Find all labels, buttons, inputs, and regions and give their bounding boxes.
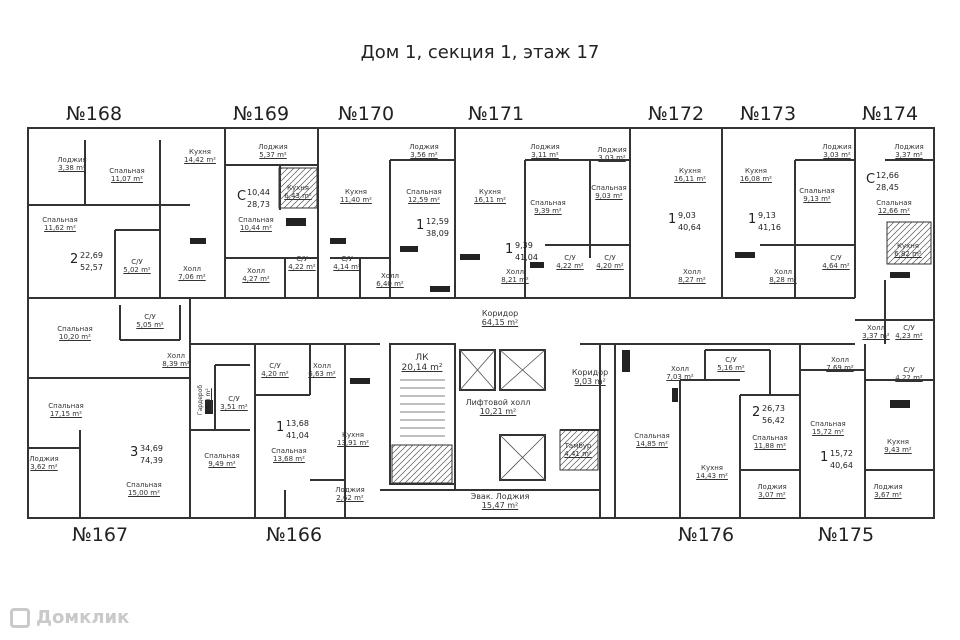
apartment-number: №173 bbox=[740, 103, 797, 125]
apartment-number: №172 bbox=[648, 103, 705, 125]
plan-title: Дом 1, секция 1, этаж 17 bbox=[360, 42, 600, 63]
outer-wall bbox=[27, 127, 935, 519]
lift-1 bbox=[459, 349, 496, 391]
apartment-number: №174 bbox=[862, 103, 919, 125]
apartment-number: №167 bbox=[72, 524, 129, 546]
lift-2 bbox=[499, 349, 546, 391]
apartment-number: №176 bbox=[678, 524, 735, 546]
house-logo-icon bbox=[10, 608, 30, 628]
apartment-number: №171 bbox=[468, 103, 525, 125]
apartment-number: №169 bbox=[233, 103, 290, 125]
apartment-number: №175 bbox=[818, 524, 875, 546]
apartment-number: №170 bbox=[338, 103, 395, 125]
lift-3 bbox=[499, 434, 546, 481]
apartment-number: №168 bbox=[66, 103, 123, 125]
watermark: Домклик bbox=[10, 607, 129, 628]
apartment-number: №166 bbox=[266, 524, 323, 546]
